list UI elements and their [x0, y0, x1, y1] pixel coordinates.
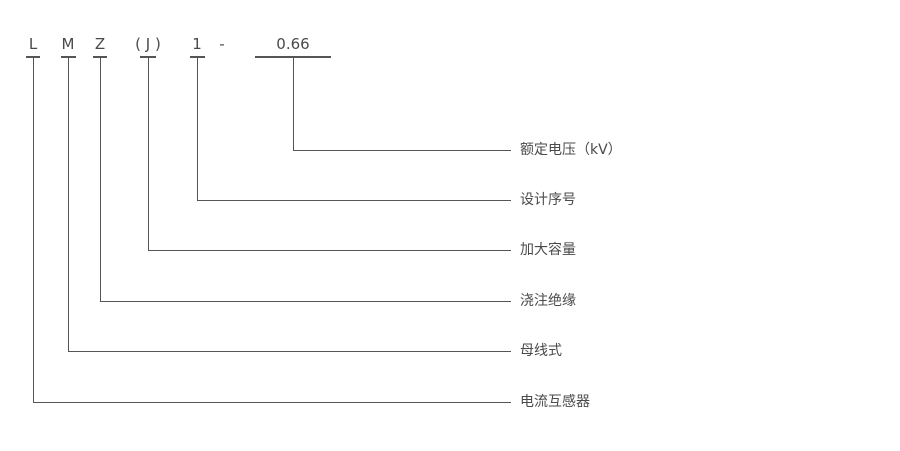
connector-line [100, 58, 511, 302]
connector-line [33, 58, 511, 403]
model-code-char: M [61, 35, 75, 53]
code-description: 加大容量 [520, 242, 576, 258]
connector-line [197, 58, 511, 201]
code-underline [140, 56, 156, 58]
model-code-char: Z [94, 35, 106, 53]
model-code-char: L [28, 35, 38, 53]
connector-line [148, 58, 511, 251]
code-underline [26, 56, 40, 58]
model-code-char: 0.66 [276, 35, 310, 53]
code-underline [93, 56, 107, 58]
code-description: 浇注绝缘 [520, 293, 576, 309]
code-description: 电流互感器 [520, 394, 590, 410]
model-code-char: 1 [192, 35, 202, 53]
model-code-char: ( J ) [135, 35, 161, 53]
connector-line [68, 58, 511, 352]
code-description: 设计序号 [520, 192, 576, 208]
code-underline [255, 56, 331, 58]
code-description: 母线式 [520, 343, 562, 359]
code-underline [189, 56, 205, 58]
code-description: 额定电压（kV） [520, 142, 622, 158]
code-underline [60, 56, 76, 58]
connector-line [293, 58, 511, 151]
code-separator: - [219, 35, 225, 53]
